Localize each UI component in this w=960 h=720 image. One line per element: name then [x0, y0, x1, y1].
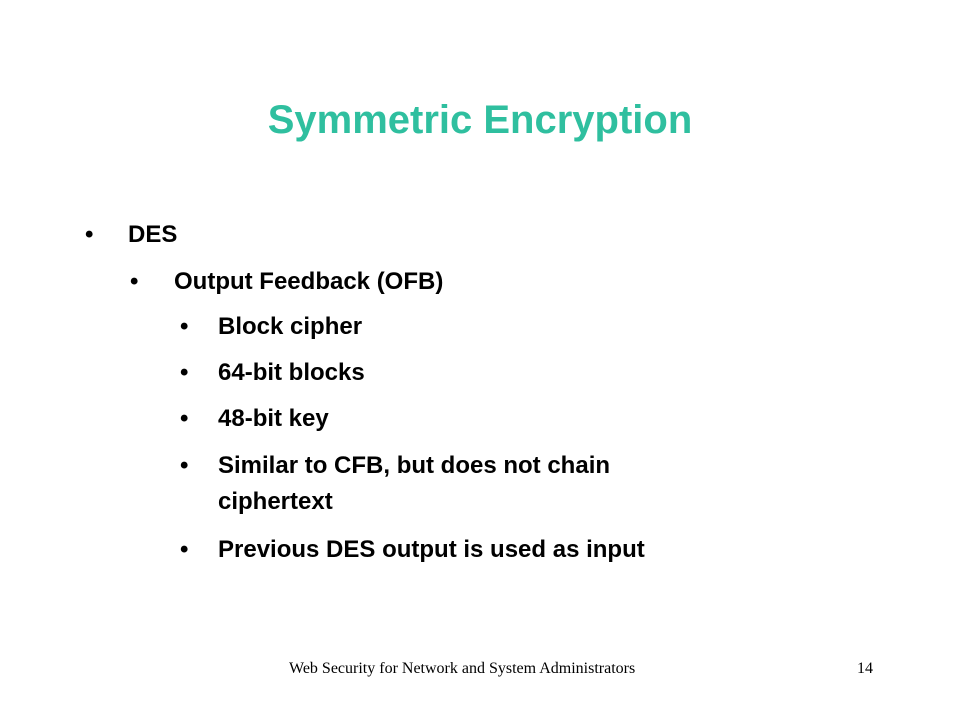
page-number: 14	[857, 660, 873, 677]
footer-text: Web Security for Network and System Admi…	[289, 660, 636, 677]
slide-title: Symmetric Encryption	[267, 98, 693, 142]
bullet-text: DES	[128, 221, 178, 248]
bullet-text: Block cipher	[218, 313, 363, 340]
bullet-glyph: •	[180, 536, 189, 563]
bullet-text: Output Feedback (OFB)	[174, 268, 444, 295]
bullet-glyph: •	[130, 268, 139, 295]
bullet-glyph: •	[180, 452, 189, 479]
bullet-glyph: •	[180, 313, 189, 340]
bullet-text-continued: ciphertext	[218, 488, 333, 515]
bullet-glyph: •	[180, 359, 189, 386]
bullet-text: 64-bit blocks	[218, 359, 365, 386]
bullet-text: Previous DES output is used as input	[218, 536, 645, 563]
bullet-text: Similar to CFB, but does not chain	[218, 452, 611, 479]
bullet-text: 48-bit key	[218, 405, 329, 432]
bullet-glyph: •	[180, 405, 189, 432]
bullet-glyph: •	[85, 221, 94, 248]
